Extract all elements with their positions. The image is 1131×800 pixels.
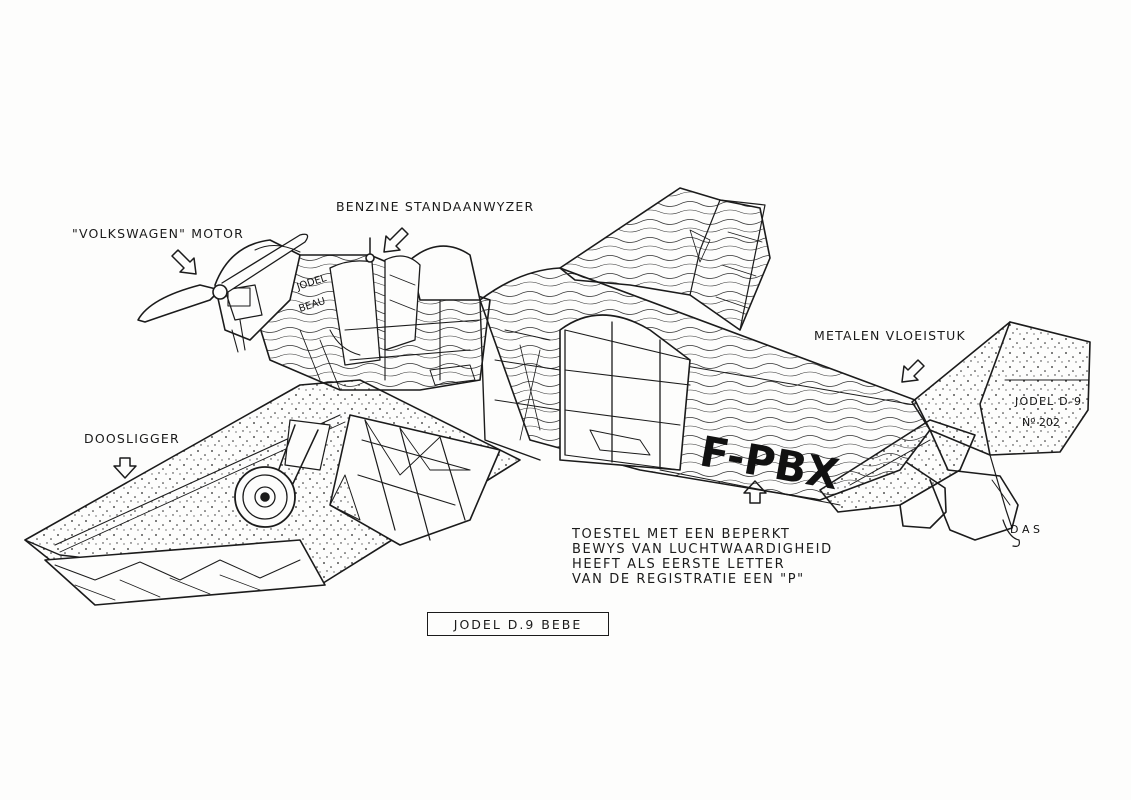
note-line: BEWYS VAN LUCHTWAARDIGHEID — [572, 542, 833, 557]
callout-arrows — [113, 227, 925, 504]
restricted-airworthiness-note: TOESTEL MET EEN BEPERKT BEWYS VAN LUCHTW… — [572, 527, 833, 587]
far-wing — [559, 187, 771, 331]
engine-arrow-icon — [171, 249, 197, 275]
tail-marking-line1: JODEL D-9 — [1014, 395, 1082, 408]
engine-label: "VOLKSWAGEN" MOTOR — [72, 226, 245, 241]
spar-arrow-icon — [113, 457, 137, 479]
fuel-gauge-arrow-icon — [383, 227, 409, 253]
fuselage: F-PBX JODEL D-9 Nº 202 — [479, 267, 1082, 506]
spar-label: DOOSLIGGER — [84, 431, 180, 446]
drawing-title: JODEL D.9 BEBE — [427, 612, 609, 636]
fillet-arrow-icon — [901, 359, 925, 383]
near-wing — [24, 379, 521, 606]
note-line: VAN DE REGISTRATIE EEN "P" — [572, 572, 805, 587]
forward-fuselage: JODEL BEAU — [249, 237, 491, 391]
note-line: HEEFT ALS EERSTE LETTER — [572, 557, 786, 572]
fuel-gauge-label: BENZINE STANDAANWYZER — [336, 199, 535, 214]
engine-and-propeller — [137, 233, 309, 353]
registration-arrow-icon — [743, 480, 767, 504]
artist-signature: D A S — [1010, 523, 1040, 536]
note-line: TOESTEL MET EEN BEPERKT — [572, 527, 791, 542]
fillet-label: METALEN VLOEISTUK — [814, 328, 966, 343]
tail-marking-line2: Nº 202 — [1022, 416, 1060, 429]
